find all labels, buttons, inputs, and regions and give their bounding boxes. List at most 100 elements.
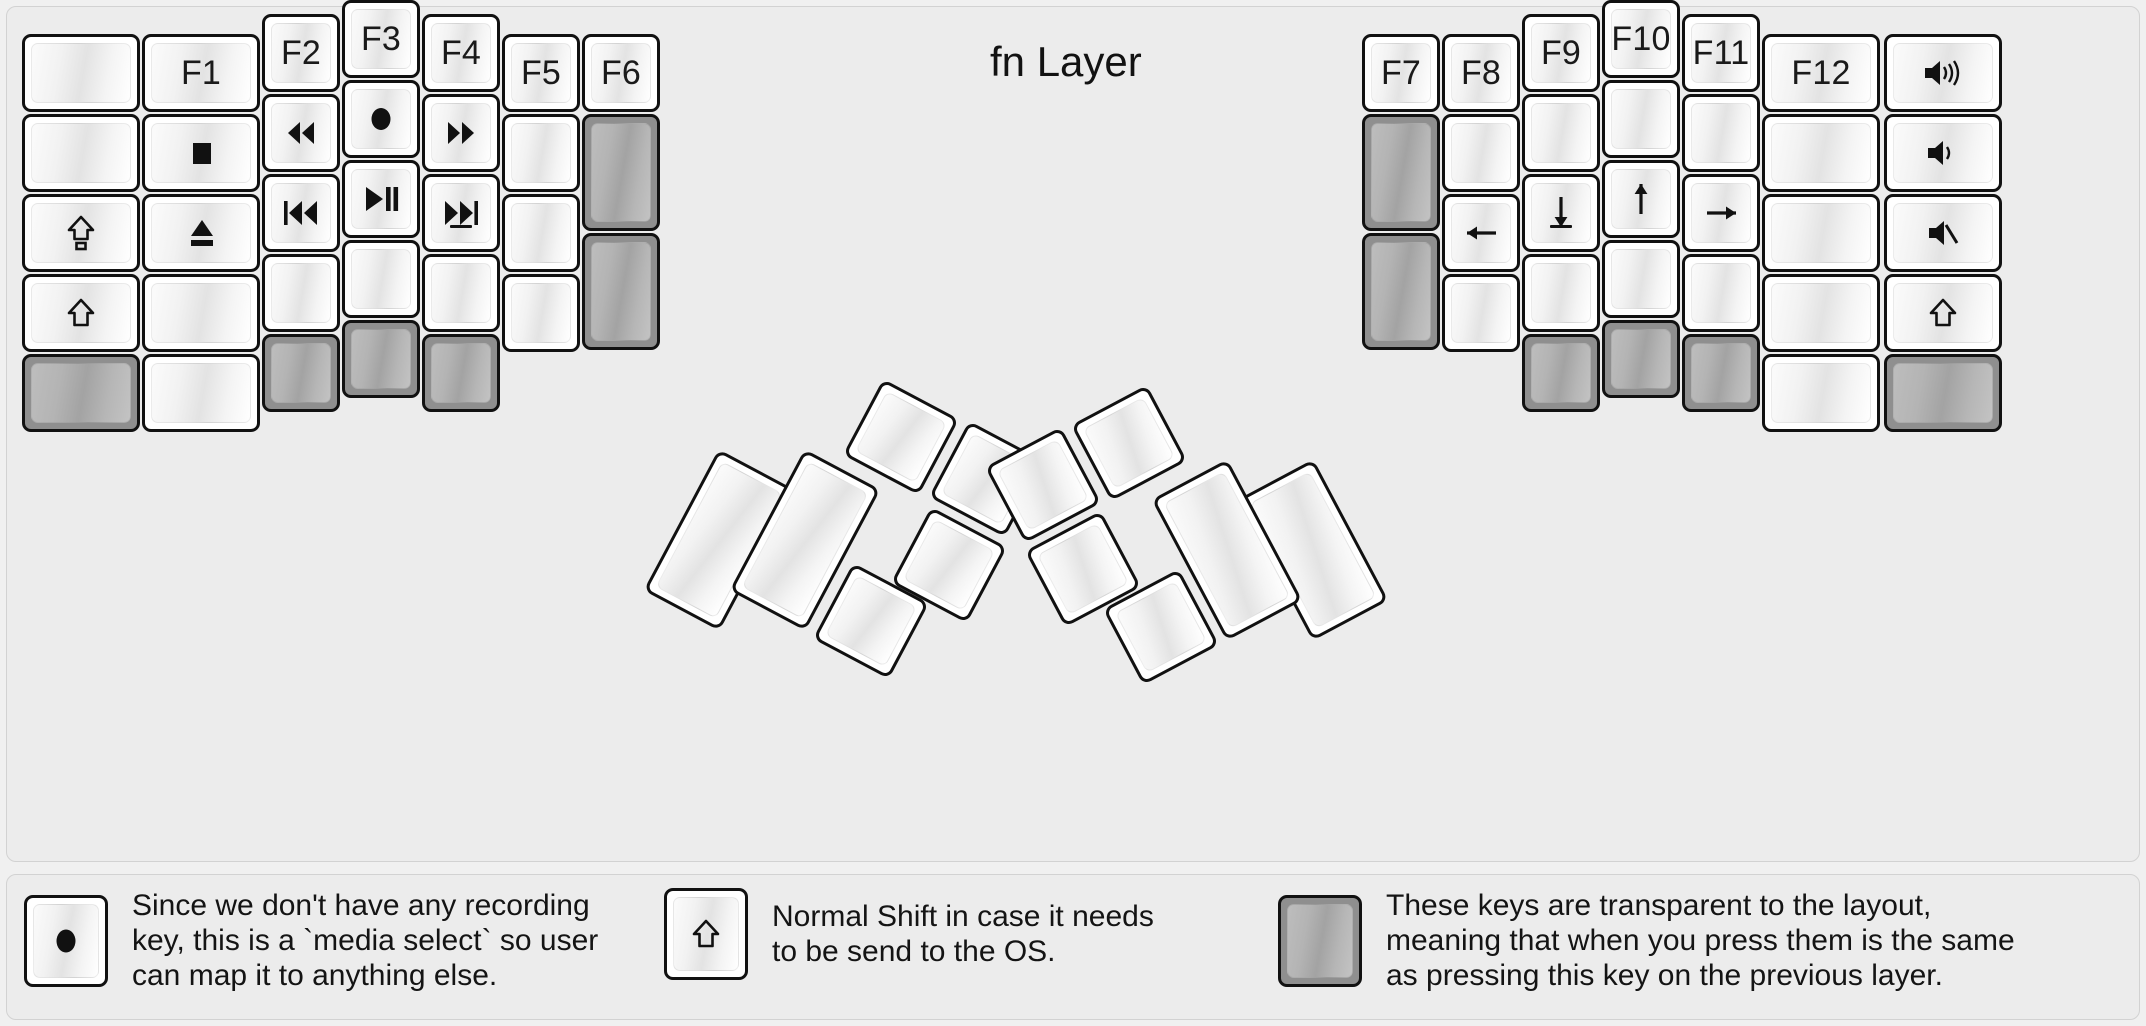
left-col-f2-key-4[interactable]: [262, 254, 340, 332]
left-col-f6-key-2[interactable]: [582, 114, 660, 231]
left-col-outer-key-2[interactable]: [22, 114, 140, 192]
key-cap: [1771, 123, 1871, 183]
left-col-f1-key-5[interactable]: [142, 354, 260, 432]
key-cap: [351, 249, 411, 309]
right-col-outer-right-key-1[interactable]: [1884, 34, 2002, 112]
right-col-outer-right-key-5[interactable]: [1884, 354, 2002, 432]
right-col-f8-key-4[interactable]: [1442, 274, 1520, 352]
right-col-f9-key-2[interactable]: [1522, 94, 1600, 172]
left-col-f3-key-4[interactable]: [342, 240, 420, 318]
left-col-outer-key-4[interactable]: [22, 274, 140, 352]
right-col-f7-key-1[interactable]: F7: [1362, 34, 1440, 112]
right-col-f10-key-1[interactable]: F10: [1602, 0, 1680, 78]
left-col-f4-key-4[interactable]: [422, 254, 500, 332]
key-cap: [1531, 343, 1591, 403]
key-cap: F10: [1611, 9, 1671, 69]
right-col-f12-key-4[interactable]: [1762, 274, 1880, 352]
media-next-track-icon: [438, 193, 484, 233]
left-col-f2-key-5[interactable]: [262, 334, 340, 412]
right-col-f11-key-2[interactable]: [1682, 94, 1760, 172]
key-cap: [591, 242, 651, 341]
right-col-outer-right-key-3[interactable]: [1884, 194, 2002, 272]
left-col-f4-key-1[interactable]: F4: [422, 14, 500, 92]
key-cap: [151, 283, 251, 343]
right-col-outer-right-key-4[interactable]: [1884, 274, 2002, 352]
homing-bar: [1550, 225, 1572, 228]
left-col-f4-key-5[interactable]: [422, 334, 500, 412]
right-col-f12-key-3[interactable]: [1762, 194, 1880, 272]
right-col-f7-key-3[interactable]: [1362, 233, 1440, 350]
right-col-f9-key-3[interactable]: [1522, 174, 1600, 252]
right-col-f10-key-4[interactable]: [1602, 240, 1680, 318]
right-col-outer-right-key-2[interactable]: [1884, 114, 2002, 192]
key-cap: [31, 283, 131, 343]
record-dot-icon: [43, 921, 89, 961]
left-col-f2-key-1[interactable]: F2: [262, 14, 340, 92]
legend-key-3: [1278, 894, 1362, 987]
left-col-outer-key-5[interactable]: [22, 354, 140, 432]
right-col-f11-key-4[interactable]: [1682, 254, 1760, 332]
arrow-up-icon: [1618, 179, 1664, 219]
legend-key-cap: [1287, 903, 1353, 978]
left-col-f6-key-3[interactable]: [582, 233, 660, 350]
key-cap: [31, 43, 131, 103]
key-cap: [1611, 89, 1671, 149]
left-col-f5-key-3[interactable]: [502, 194, 580, 272]
volume-down-icon: [1919, 133, 1967, 173]
left-col-f3-key-1[interactable]: F3: [342, 0, 420, 78]
right-col-f10-key-3[interactable]: [1602, 160, 1680, 238]
key-cap: [31, 123, 131, 183]
left-col-f4-key-3[interactable]: [422, 174, 500, 252]
left-col-f2-key-3[interactable]: [262, 174, 340, 252]
left-col-f2-key-2[interactable]: [262, 94, 340, 172]
left-col-f5-key-4[interactable]: [502, 274, 580, 352]
left-col-f6-key-1[interactable]: F6: [582, 34, 660, 112]
volume-up-icon: [1919, 53, 1967, 93]
left-col-f5-key-1[interactable]: F5: [502, 34, 580, 112]
left-col-f1-key-4[interactable]: [142, 274, 260, 352]
key-label: F11: [1692, 34, 1750, 72]
left-col-f1-key-3[interactable]: [142, 194, 260, 272]
right-col-f11-key-5[interactable]: [1682, 334, 1760, 412]
legend-key-1: [24, 894, 108, 987]
key-cap: [1771, 363, 1871, 423]
key-cap: [1691, 343, 1751, 403]
right-col-f12-key-5[interactable]: [1762, 354, 1880, 432]
left-col-f4-key-2[interactable]: [422, 94, 500, 172]
right-col-f8-key-3[interactable]: [1442, 194, 1520, 272]
key-cap: [431, 183, 491, 243]
key-cap: [511, 123, 571, 183]
right-col-f10-key-5[interactable]: [1602, 320, 1680, 398]
key-label: F2: [280, 34, 322, 72]
arrow-left-icon: [1458, 213, 1504, 253]
right-col-f12-key-2[interactable]: [1762, 114, 1880, 192]
key-cap: F6: [591, 43, 651, 103]
right-col-f11-key-1[interactable]: F11: [1682, 14, 1760, 92]
left-col-f1-key-1[interactable]: F1: [142, 34, 260, 112]
key-cap: [271, 183, 331, 243]
arrow-down-icon: [1538, 193, 1584, 233]
right-col-f8-key-1[interactable]: F8: [1442, 34, 1520, 112]
left-col-f3-key-5[interactable]: [342, 320, 420, 398]
left-col-f3-key-3[interactable]: [342, 160, 420, 238]
right-col-f11-key-3[interactable]: [1682, 174, 1760, 252]
right-col-f10-key-2[interactable]: [1602, 80, 1680, 158]
volume-mute-icon: [1919, 213, 1967, 253]
left-col-outer-key-3[interactable]: [22, 194, 140, 272]
right-col-f9-key-1[interactable]: F9: [1522, 14, 1600, 92]
left-col-f3-key-2[interactable]: [342, 80, 420, 158]
key-cap: [1893, 363, 1993, 423]
right-col-f7-key-2[interactable]: [1362, 114, 1440, 231]
right-col-f8-key-2[interactable]: [1442, 114, 1520, 192]
legend-key-2: [664, 888, 748, 980]
left-col-f1-key-2[interactable]: [142, 114, 260, 192]
left-col-outer-key-1[interactable]: [22, 34, 140, 112]
key-cap: [271, 343, 331, 403]
right-col-f9-key-5[interactable]: [1522, 334, 1600, 412]
right-col-f9-key-4[interactable]: [1522, 254, 1600, 332]
left-col-f5-key-2[interactable]: [502, 114, 580, 192]
key-cap: [1893, 283, 1993, 343]
right-col-f12-key-1[interactable]: F12: [1762, 34, 1880, 112]
key-cap: [1611, 329, 1671, 389]
key-label: F9: [1540, 34, 1582, 72]
